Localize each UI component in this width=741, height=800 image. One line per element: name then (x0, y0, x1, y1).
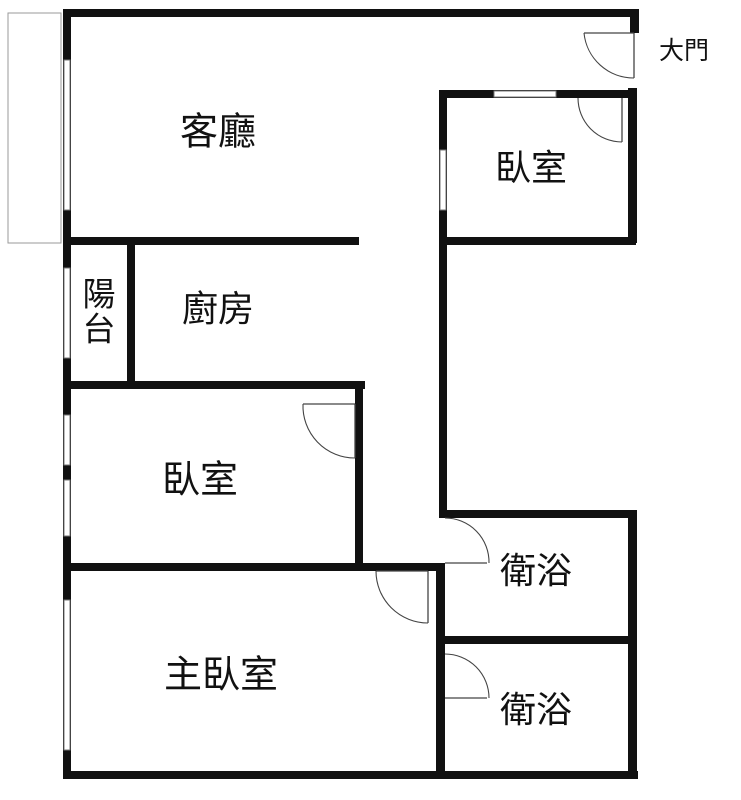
kitchen-bottom-wall (63, 381, 365, 389)
room-bathroom-2: 衛浴 (500, 690, 572, 731)
window-bedroom-mid-left (63, 414, 71, 466)
room-balcony-char-1: 陽 (83, 275, 116, 314)
room-kitchen: 廚房 (182, 289, 254, 330)
outer-wall-left (63, 9, 71, 779)
main-door-swing (583, 32, 635, 79)
window-living-left (63, 59, 71, 211)
outer-wall-right-b (628, 513, 637, 779)
outer-wall-right-upper (630, 9, 639, 33)
window-balcony-left (63, 267, 71, 359)
balcony-kitchen-wall (127, 237, 135, 389)
living-kitchen-wall (63, 237, 359, 245)
window-bedroom-mid-left-2 (63, 479, 71, 537)
bedroom-tr-wall-left (439, 90, 447, 518)
main-door-label: 大門 (659, 36, 709, 65)
window-bay-box (7, 12, 62, 244)
bedroom-mid-bottom-wall (63, 563, 438, 571)
outer-wall-bottom (63, 771, 638, 779)
room-balcony-char-2: 台 (83, 310, 116, 349)
outer-wall-right-a (628, 88, 637, 243)
bath-divider-wall (439, 636, 637, 644)
room-master-bedroom: 主臥室 (164, 653, 278, 697)
window-bedroom-tr-top (493, 90, 557, 98)
room-bedroom-middle: 臥室 (162, 458, 238, 502)
room-bedroom-top-right: 臥室 (495, 148, 567, 189)
windows (63, 59, 557, 751)
doors (302, 32, 635, 699)
bedroom-mid-right-wall (355, 381, 363, 571)
window-bedroom-tr-left (439, 149, 447, 211)
outer-wall-top (63, 9, 639, 17)
bath1-top-wall (439, 510, 637, 518)
room-bathroom-1: 衛浴 (500, 551, 572, 592)
window-master-left (63, 599, 71, 751)
walls (63, 9, 639, 779)
bath-left-wall (436, 563, 445, 779)
bedroom-tr-wall-bottom (439, 237, 636, 245)
room-living: 客廳 (180, 110, 256, 154)
